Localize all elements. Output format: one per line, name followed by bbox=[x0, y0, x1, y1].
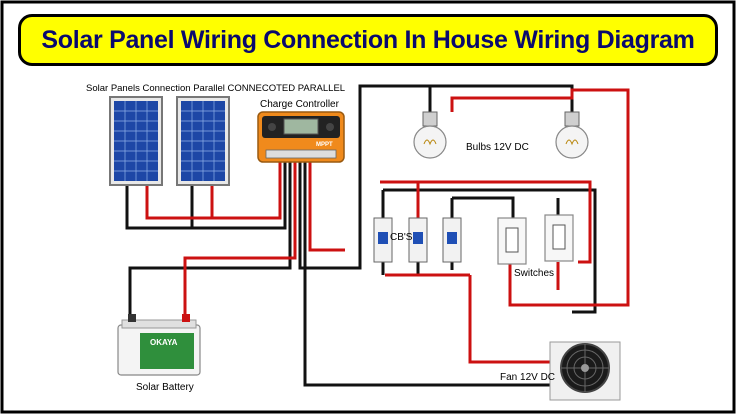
title-banner: Solar Panel Wiring Connection In House W… bbox=[18, 14, 718, 66]
solar-panel-1 bbox=[109, 96, 163, 186]
solar-battery-label: Solar Battery bbox=[136, 382, 194, 393]
fan-label: Fan 12V DC bbox=[500, 372, 556, 383]
cb-1-toggle bbox=[378, 232, 388, 244]
circuit-breaker-1 bbox=[373, 217, 393, 263]
charge-controller-label: Charge Controller bbox=[260, 99, 339, 110]
fan-12v bbox=[549, 341, 621, 401]
bulb-1-filament bbox=[423, 139, 437, 146]
switches-label: Switches bbox=[514, 268, 555, 279]
cb-3-toggle bbox=[447, 232, 457, 244]
fan-hub bbox=[581, 364, 589, 372]
battery-lid bbox=[121, 319, 197, 329]
black-wires bbox=[125, 84, 597, 387]
cb-2-toggle bbox=[413, 232, 423, 244]
battery-terminal-negative bbox=[128, 314, 136, 322]
solar-panel-2 bbox=[176, 96, 230, 186]
diagram-title: Solar Panel Wiring Connection In House W… bbox=[41, 25, 695, 54]
charge-controller: MPPT bbox=[257, 111, 345, 163]
battery-label-panel bbox=[140, 333, 194, 369]
controller-button-left bbox=[268, 123, 276, 131]
solar-battery: OKAYA bbox=[117, 314, 201, 376]
solar-panel-1-grid bbox=[114, 101, 158, 181]
circuit-breaker-2 bbox=[408, 217, 428, 263]
bulbs-label: Bulbs 12V DC bbox=[466, 142, 529, 153]
battery-positive-wire bbox=[183, 160, 297, 325]
bulb-switch-loop bbox=[450, 88, 630, 307]
panel1-negative-wire bbox=[125, 160, 287, 230]
bulb-1-base bbox=[422, 111, 438, 127]
bulb-2-base bbox=[564, 111, 580, 127]
cb-red-feed bbox=[380, 180, 592, 264]
battery-negative-wire bbox=[128, 160, 292, 325]
solar-panels-label: Solar Panels Connection Parallel CONNECO… bbox=[86, 83, 346, 94]
battery-terminal-positive bbox=[182, 314, 190, 322]
solar-panel-2-grid bbox=[181, 101, 225, 181]
switch-1-rocker bbox=[505, 227, 519, 253]
bulb-2-glass bbox=[555, 125, 589, 159]
switch-1 bbox=[497, 217, 527, 265]
bulb1-red-wire bbox=[395, 98, 430, 112]
circuit-breaker-3 bbox=[442, 217, 462, 263]
bulb-1-glass bbox=[413, 125, 447, 159]
switch-2 bbox=[544, 214, 574, 262]
bulb-1 bbox=[413, 111, 447, 159]
battery-brand: OKAYA bbox=[150, 338, 178, 347]
switch-2-rocker bbox=[552, 224, 566, 250]
load-negative-wire bbox=[298, 84, 432, 270]
controller-terminals bbox=[265, 149, 337, 159]
controller-button-right bbox=[326, 123, 334, 131]
controller-load-red bbox=[308, 160, 345, 252]
switch1-top-wire bbox=[452, 196, 515, 218]
red-wires bbox=[145, 88, 630, 364]
fan-negative-wire bbox=[303, 160, 550, 387]
switch-feed-wire bbox=[383, 188, 597, 314]
bulb-2-filament bbox=[565, 139, 579, 146]
fan-positive-wire bbox=[468, 275, 550, 364]
cbs-label: CB'S bbox=[390, 232, 413, 243]
controller-lcd bbox=[283, 118, 319, 135]
controller-badge: MPPT bbox=[316, 142, 333, 148]
bulb2-negative-wire bbox=[430, 84, 574, 112]
bulb-2 bbox=[555, 111, 589, 159]
